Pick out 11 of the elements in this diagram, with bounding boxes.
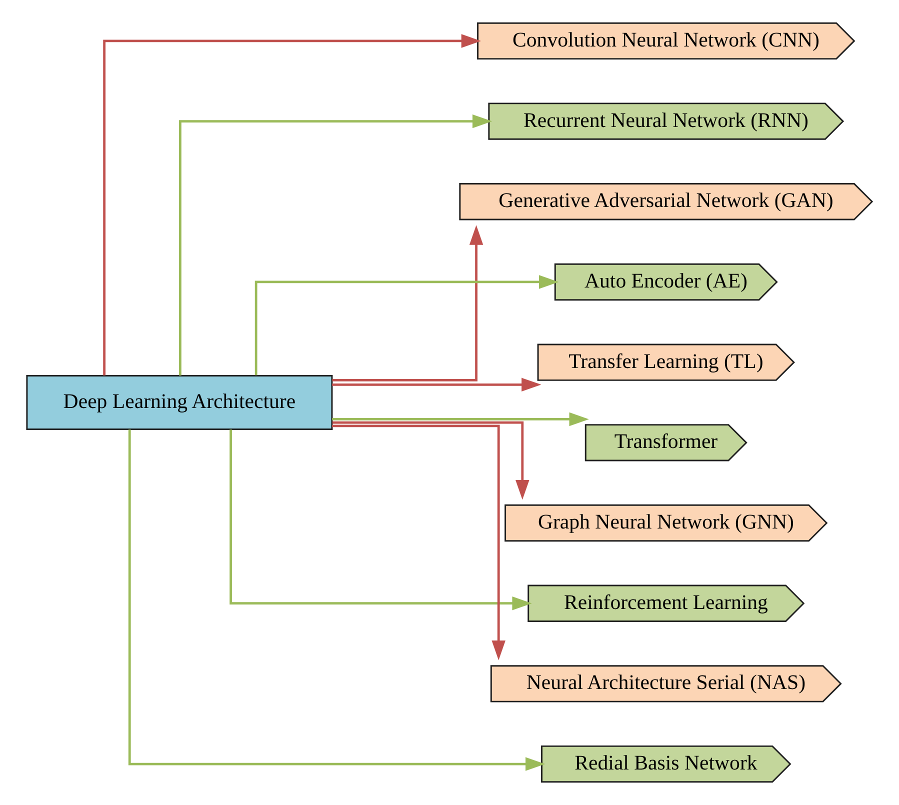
- node-box: Deep Learning Architecture: [26, 374, 333, 430]
- arrow: [179, 114, 492, 376]
- arrow: [332, 424, 506, 660]
- arrow: [332, 225, 484, 382]
- arrow: [332, 421, 530, 500]
- arrow: [103, 34, 481, 376]
- arrow: [230, 430, 532, 610]
- arrow: [332, 378, 542, 392]
- arrow: [254, 275, 559, 376]
- arrow: [332, 412, 589, 426]
- arrow: [128, 430, 546, 771]
